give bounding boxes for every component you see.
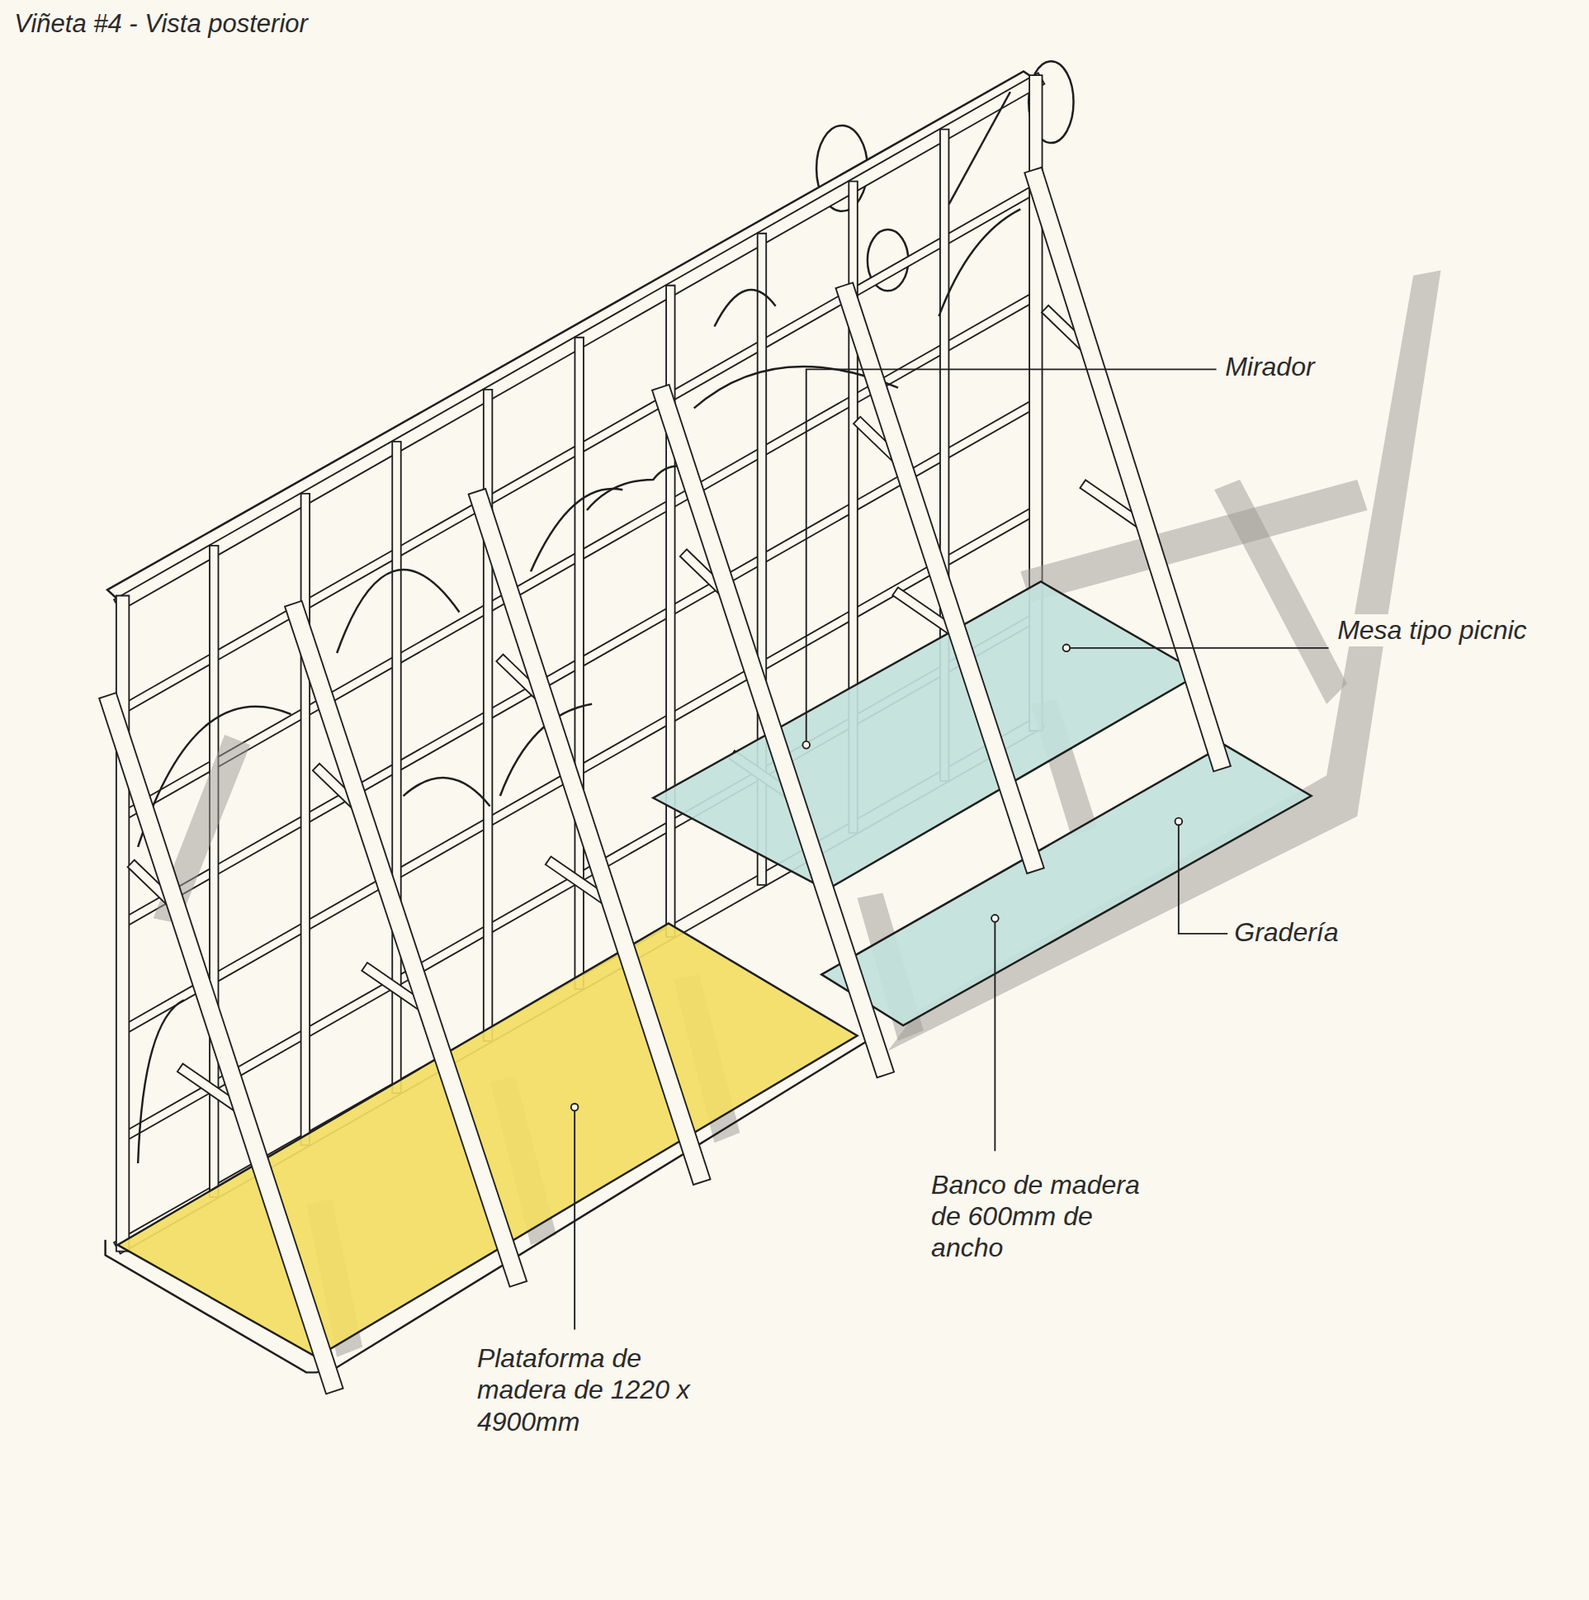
cutout-line — [586, 465, 695, 511]
leader-line — [993, 917, 996, 1151]
cutout-line — [403, 777, 491, 806]
cutout-line — [336, 569, 459, 653]
callout-label: Plataforma de madera de 1220 x 4900mm — [474, 1342, 730, 1438]
a-frame-leg — [479, 500, 700, 1174]
wall-top — [107, 71, 1036, 603]
leader-dot — [991, 914, 999, 923]
a-frame-leg — [1035, 178, 1220, 761]
callout-label: Banco de madera de 600mm de ancho — [928, 1168, 1143, 1264]
leader-dot — [1175, 818, 1183, 826]
leader-dot — [802, 741, 810, 749]
frame-stud — [302, 497, 310, 1141]
cutout-line — [530, 488, 623, 572]
callout-label: Mirador — [1222, 350, 1317, 383]
bench-top — [821, 744, 1311, 1026]
frame-stud — [300, 497, 311, 1141]
cutout-line — [938, 208, 1021, 317]
leader-dot — [1063, 644, 1071, 653]
a-frame-leg — [1035, 178, 1220, 761]
callout-label: Gradería — [1231, 916, 1341, 948]
a-frame-leg — [846, 293, 1033, 862]
a-frame-leg — [663, 396, 884, 1067]
a-frame-leg — [296, 612, 516, 1276]
a-frame-leg — [296, 612, 516, 1276]
cutout-line — [949, 91, 1011, 204]
platform-deck — [117, 923, 857, 1358]
a-frame-leg — [479, 500, 700, 1174]
a-frame-leg — [846, 293, 1033, 862]
leader-line — [806, 368, 1217, 745]
cutout-line — [137, 999, 185, 1164]
cutout-line — [714, 289, 776, 327]
a-frame-leg — [110, 704, 332, 1383]
leader-line — [1066, 647, 1329, 649]
leader-line — [1178, 821, 1228, 934]
a-frame-leg — [663, 396, 884, 1067]
a-frame-leg — [110, 704, 332, 1383]
callout-label: Mesa tipo picnic — [1334, 614, 1529, 646]
leader-line — [573, 1106, 576, 1329]
title: Viñeta #4 - Vista posterior — [14, 8, 308, 39]
cast-shadow — [1020, 479, 1367, 602]
leader-dot — [571, 1103, 579, 1112]
